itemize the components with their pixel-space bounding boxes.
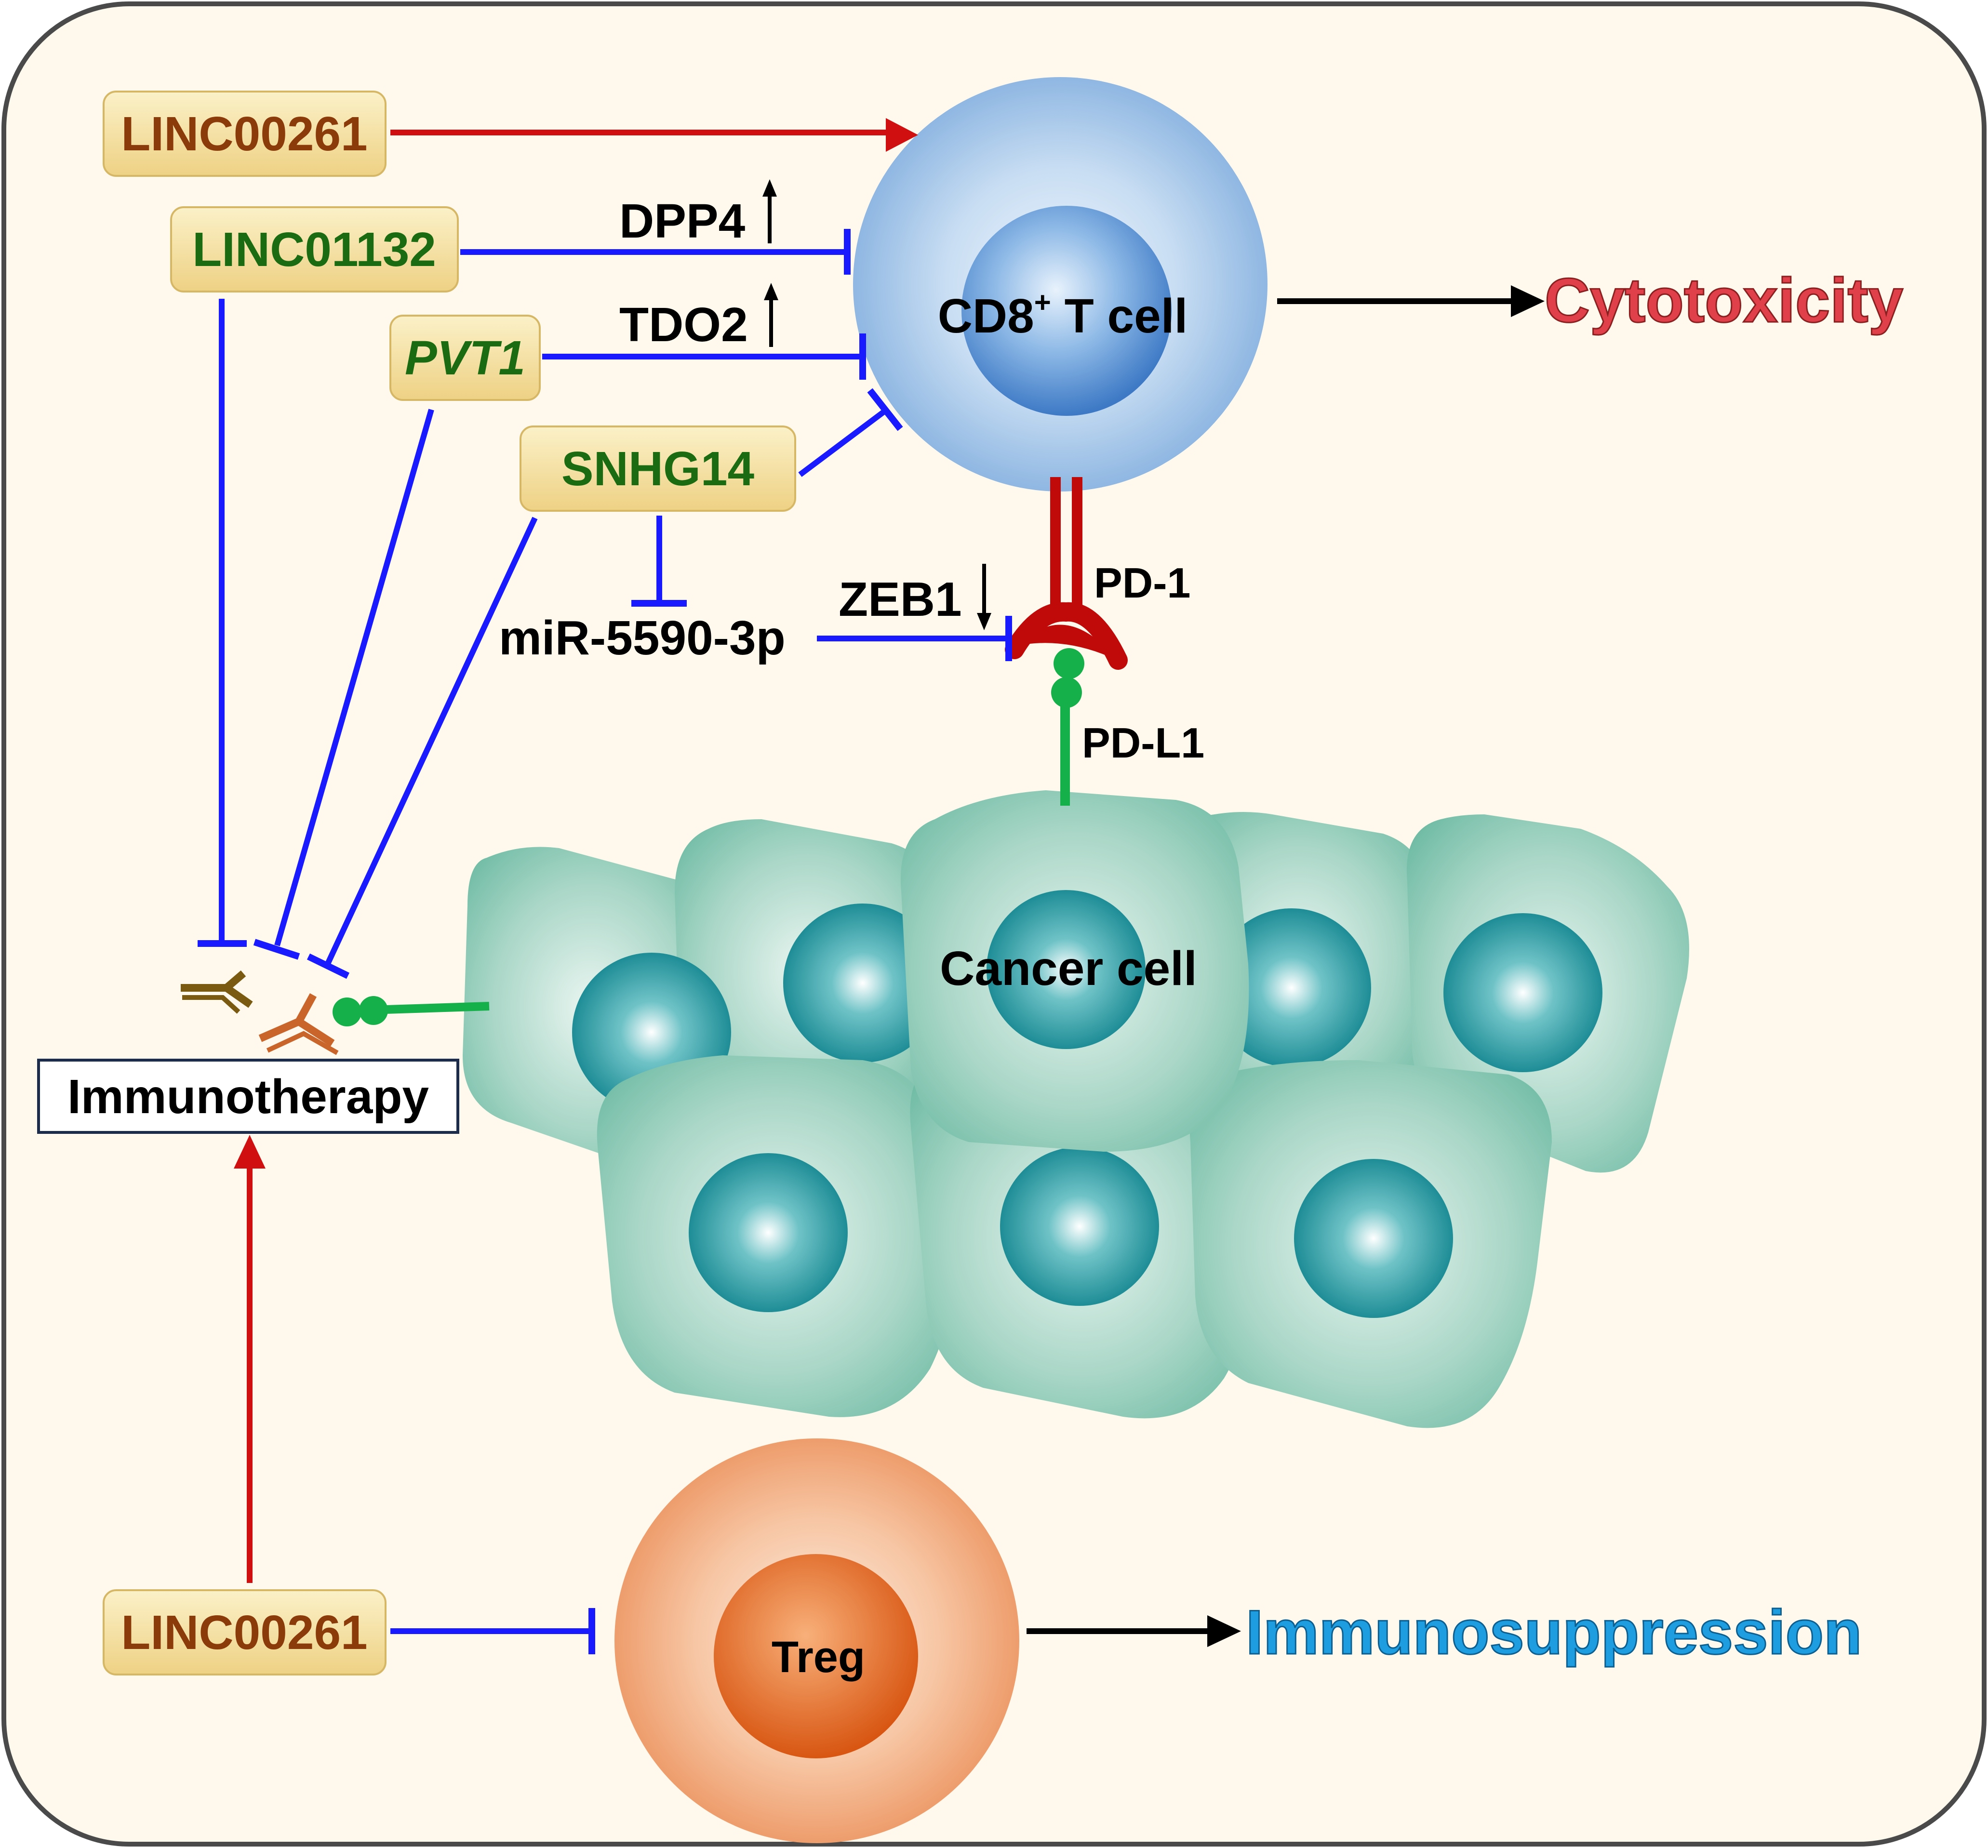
svg-text:LINC00261: LINC00261: [121, 107, 367, 161]
pd1-label: PD-1: [1094, 559, 1191, 607]
pdl1-ligand: [1051, 648, 1084, 806]
antibody-icon: [181, 970, 253, 1014]
node-linc01132: LINC01132: [170, 206, 459, 292]
cancer-cell-nucleus: [1000, 1147, 1159, 1306]
treg-label: Treg: [772, 1633, 865, 1682]
mir-label: miR-5590-3p: [499, 611, 786, 665]
cancer-cell-nucleus: [783, 904, 942, 1063]
antibody-icon: [258, 993, 339, 1055]
node-linc00261-bottom: LINC00261: [103, 1589, 387, 1675]
cd8-t-cell: CD8+ T cell: [853, 77, 1268, 492]
svg-text:LINC01132: LINC01132: [192, 223, 436, 277]
cancer-cell-nucleus: [987, 890, 1146, 1049]
edges-t-cell: [234, 118, 1545, 1654]
arrowhead: [1207, 1615, 1241, 1647]
arrowhead: [886, 118, 918, 152]
arrowhead: [1511, 285, 1545, 317]
tdo2-up-arrow-icon: [764, 283, 778, 347]
cancer-cell-nucleus: [1294, 1159, 1453, 1318]
svg-text:Immunotherapy: Immunotherapy: [67, 1070, 429, 1124]
dpp4-label: DPP4: [619, 194, 746, 248]
pdl1-drug-icon: [333, 996, 490, 1026]
node-linc00261-top: LINC00261: [103, 91, 387, 177]
zeb1-label: ZEB1: [839, 572, 962, 626]
node-pvt1: PVT1: [389, 315, 541, 401]
cytotoxicity-label: Cytotoxicity: [1545, 265, 1903, 335]
immunotherapy-box: Immunotherapy: [37, 1059, 459, 1134]
svg-text:SNHG14: SNHG14: [561, 442, 755, 496]
treg-cell: Treg: [614, 1438, 1019, 1843]
cancer-cell-nucleus: [689, 1153, 848, 1312]
cancer-cell-nucleus: [1212, 908, 1371, 1067]
cd8-t-cell-label: CD8+ T cell: [938, 286, 1188, 343]
pdl1-label: PD-L1: [1082, 719, 1204, 767]
tdo2-label: TDO2: [619, 298, 748, 352]
pd1-receptor: [1005, 477, 1128, 670]
cancer-cell-label: Cancer cell: [940, 942, 1197, 996]
arrowhead: [234, 1135, 266, 1169]
treg-cell-nucleus: [714, 1554, 918, 1758]
svg-text:PVT1: PVT1: [405, 331, 525, 385]
dpp4-up-arrow-icon: [762, 179, 777, 243]
node-snhg14: SNHG14: [520, 425, 796, 512]
svg-text:LINC00261: LINC00261: [121, 1606, 367, 1660]
edges-immunotherapy: [198, 299, 538, 979]
immunosuppression-label: Immunosuppression: [1246, 1597, 1862, 1667]
cd8-t-cell-nucleus: [961, 206, 1172, 416]
cancer-cell-nucleus: [1443, 913, 1602, 1072]
zeb1-down-arrow-icon: [977, 564, 991, 630]
cancer-cell-cluster: Cancer cell: [463, 790, 1689, 1428]
